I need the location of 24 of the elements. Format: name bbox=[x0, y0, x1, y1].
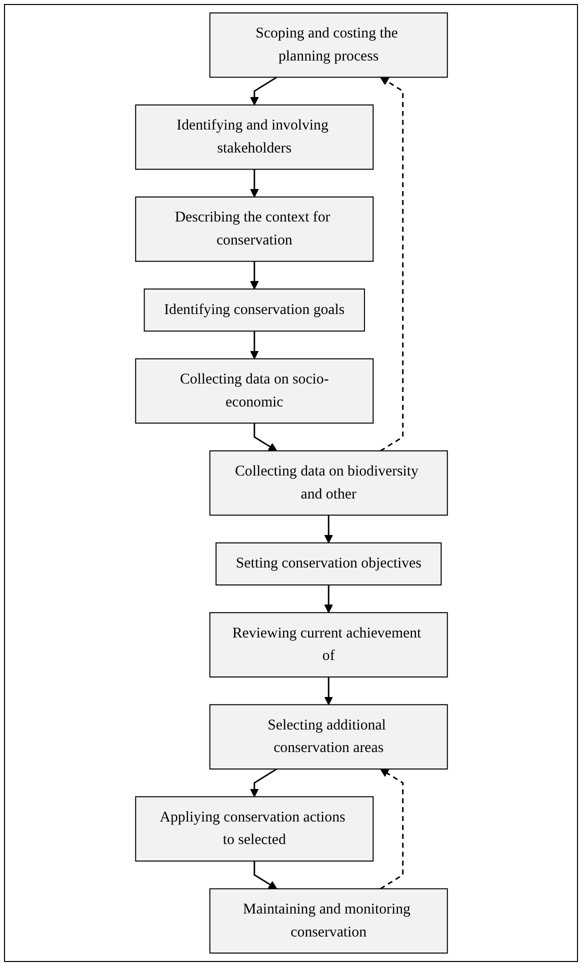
arrow bbox=[324, 584, 332, 614]
node-box bbox=[215, 542, 442, 586]
node-box bbox=[208, 450, 448, 516]
diagram-frame: Scoping and costing the planning process Identifying and involving stakeholders Describing the context for conservation Identifying conservation goals Collecting data on socio-economic Collecting data on biodiversity and other Setting conservation objectives Reviewing current achievement of Selecting additional conservation areas Appliying conservation actions to selected Maintaining and monitoring conservation bbox=[4, 4, 578, 962]
node-box bbox=[134, 104, 374, 170]
arrow bbox=[324, 515, 332, 544]
node-box bbox=[134, 196, 374, 262]
node-box bbox=[134, 358, 374, 424]
arrow bbox=[250, 331, 258, 360]
arrow bbox=[250, 768, 277, 798]
arrow bbox=[253, 423, 277, 452]
arrow bbox=[380, 76, 404, 452]
arrow bbox=[324, 676, 332, 706]
arrow bbox=[253, 861, 277, 890]
node-box bbox=[143, 288, 364, 332]
arrow bbox=[250, 261, 258, 290]
node-box bbox=[208, 612, 448, 678]
node-box bbox=[208, 12, 448, 78]
node-box bbox=[208, 888, 448, 954]
arrow bbox=[250, 169, 258, 198]
node-box bbox=[134, 796, 374, 862]
node-box bbox=[208, 704, 448, 770]
arrow bbox=[380, 768, 404, 890]
arrow bbox=[250, 76, 277, 106]
